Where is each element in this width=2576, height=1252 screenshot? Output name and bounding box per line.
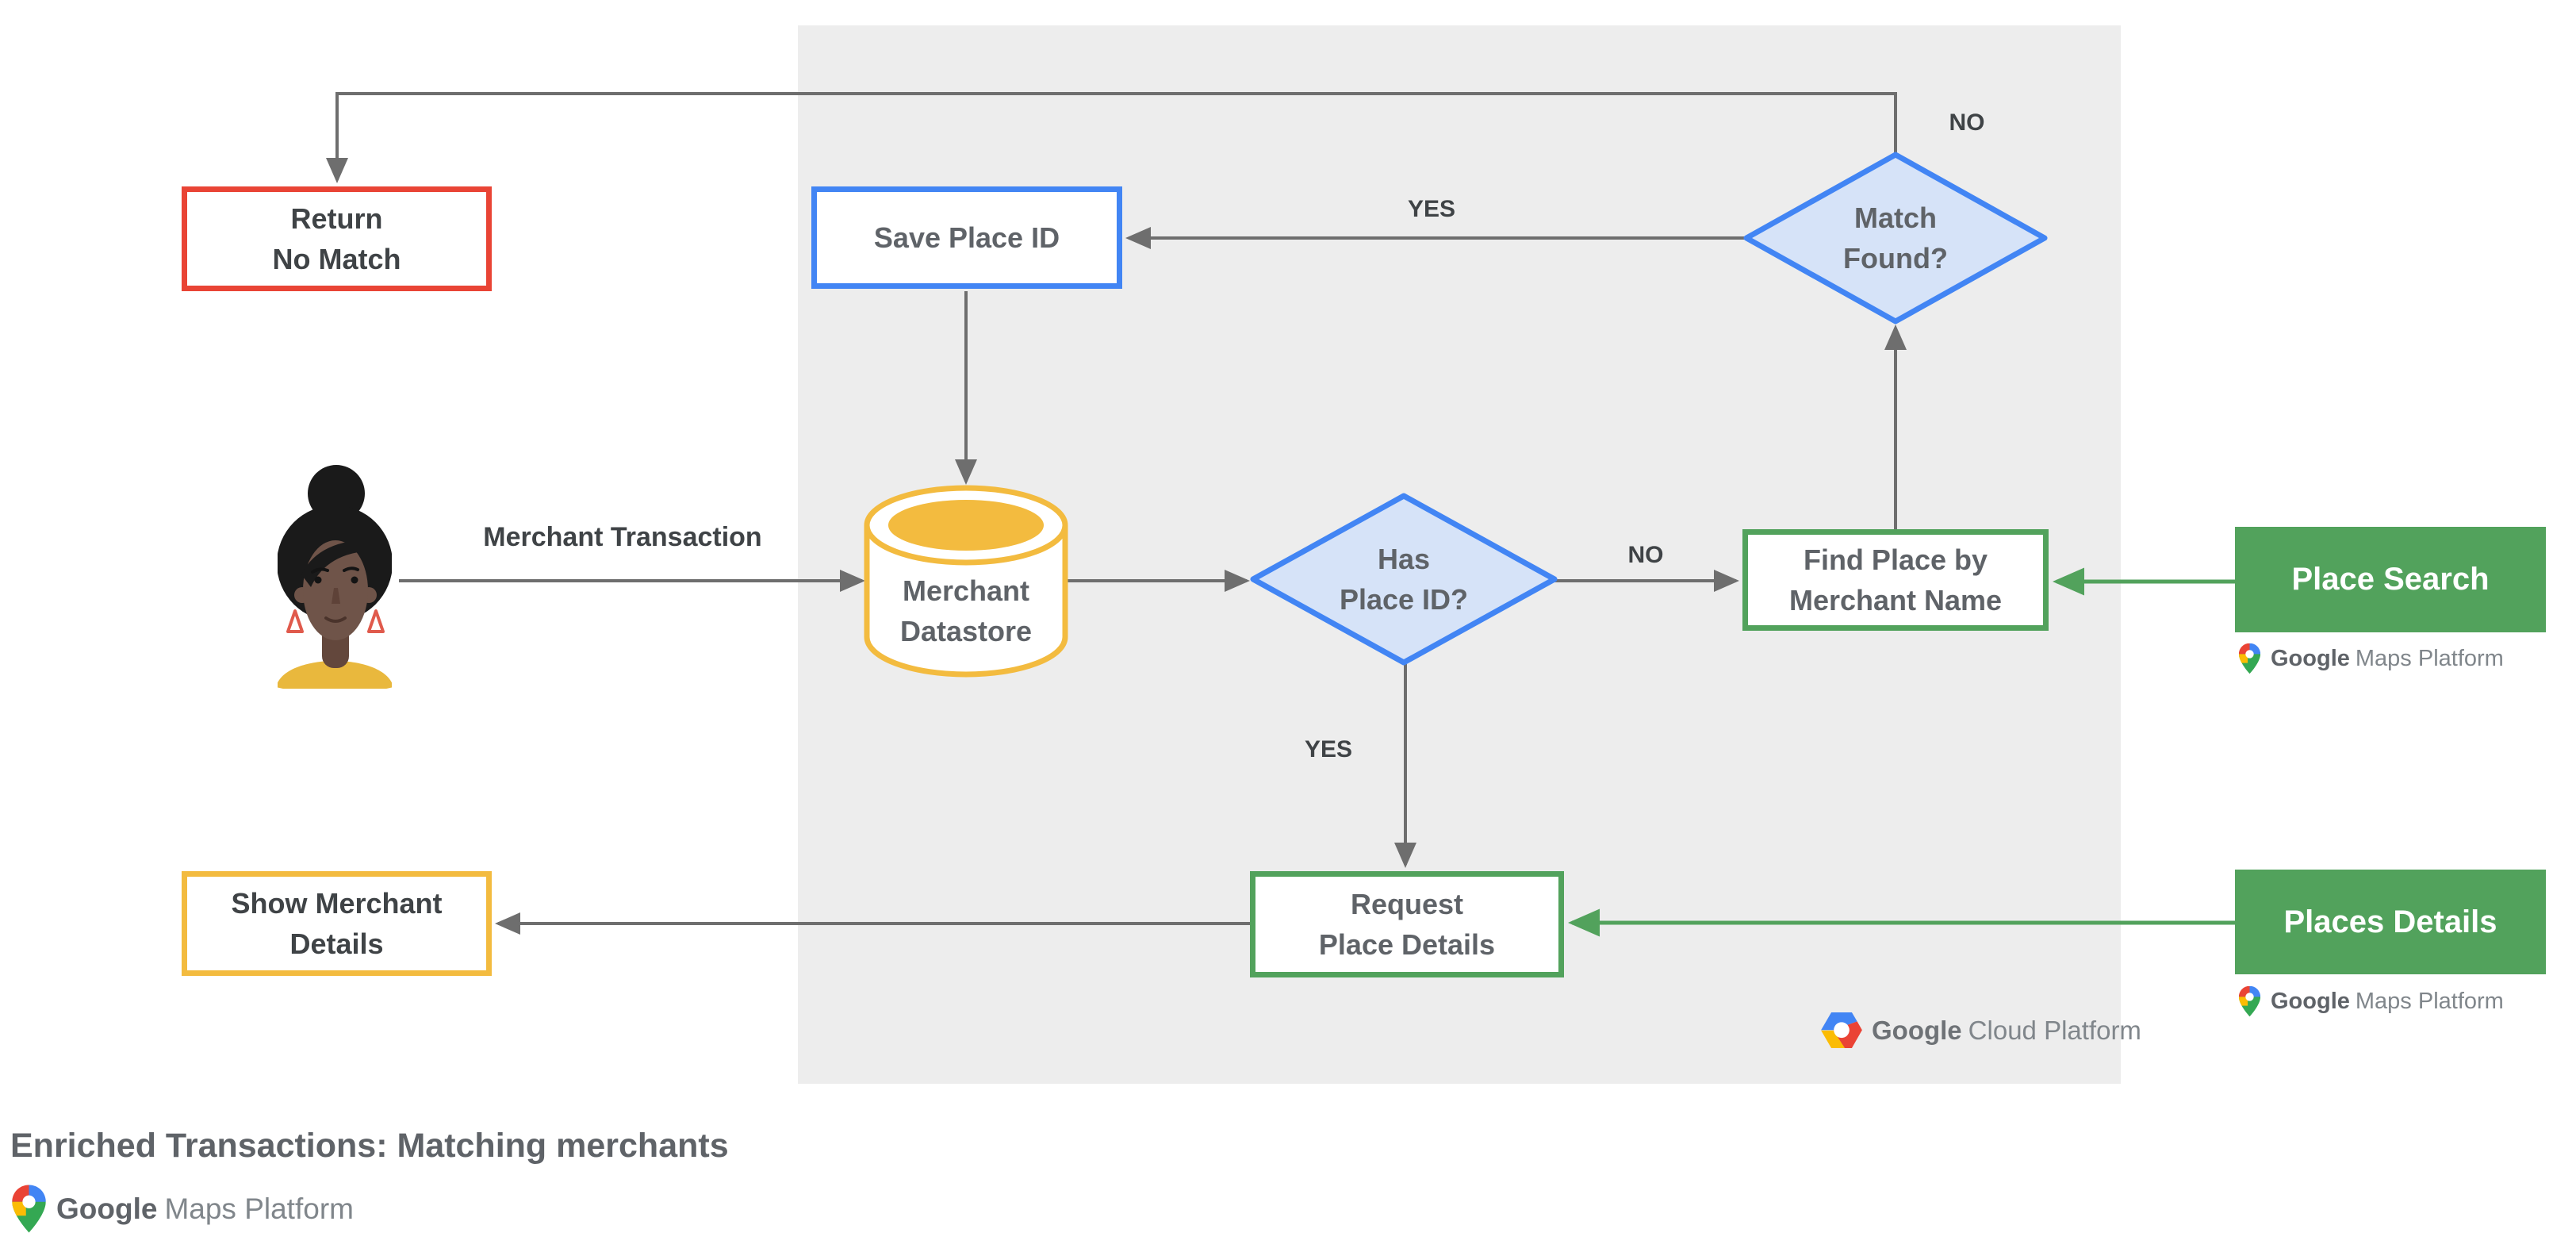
match-found-diamond — [1743, 152, 2048, 325]
node-find-place-by-merchant-name: Find Place by Merchant Name — [1742, 529, 2049, 631]
has-place-id-no-label: NO — [1627, 542, 1664, 568]
merchant-transaction-label: Merchant Transaction — [483, 521, 762, 552]
earring-left — [286, 609, 304, 633]
node-return-no-match: Return No Match — [182, 186, 492, 291]
maps-pin-icon — [12, 1185, 46, 1233]
cloud-hexagon-icon — [1821, 1012, 1862, 1048]
node-show-merchant-details: Show Merchant Details — [182, 871, 492, 976]
logo-google-text: Google — [56, 1192, 158, 1225]
green-api-lines — [1568, 567, 2235, 937]
match-found-yes-label: YES — [1407, 196, 1456, 222]
gray-flow-lines — [326, 92, 1907, 935]
edge-matchfound-no-to-return — [326, 92, 1897, 183]
cylinder-top-icon — [888, 500, 1044, 551]
logo-google-text: Google — [2271, 988, 2350, 1014]
logo-product-text: Cloud Platform — [1968, 1015, 2141, 1045]
diagram-title: Enriched Transactions: Matching merchant… — [10, 1127, 729, 1165]
maps-pin-icon — [2238, 643, 2261, 674]
has-place-id-diamond — [1250, 493, 1558, 666]
logo-product-text: Maps Platform — [2355, 988, 2504, 1014]
match-found-no-label: NO — [1949, 109, 1985, 136]
has-place-id-yes-label: YES — [1304, 736, 1353, 762]
has-place-id-label: Has Place ID? — [1339, 542, 1469, 616]
match-found-label: Match Found? — [1843, 201, 1948, 275]
logo-product-text: Maps Platform — [164, 1192, 354, 1225]
node-request-place-details: Request Place Details — [1250, 871, 1564, 977]
logo-product-text: Maps Platform — [2355, 645, 2504, 671]
datastore-cylinder — [864, 485, 1068, 678]
hair-sweep — [301, 540, 374, 587]
maps-pin-icon — [2238, 985, 2261, 1017]
logo-google-text: Google — [2271, 645, 2350, 671]
merchant-datastore-label: Merchant Datastore — [899, 574, 1033, 647]
node-save-place-id: Save Place ID — [811, 186, 1122, 289]
node-place-search-api: Place Search — [2235, 527, 2546, 632]
earring-right — [367, 609, 385, 633]
merchant-user-avatar — [278, 465, 392, 689]
node-places-details-api: Places Details — [2235, 870, 2546, 974]
shirt — [278, 661, 392, 689]
logo-google-text: Google — [1872, 1015, 1962, 1045]
